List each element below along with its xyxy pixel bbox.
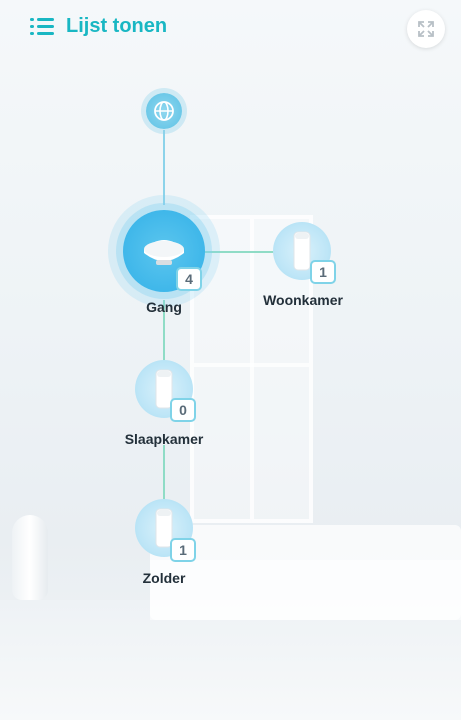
client-count-badge: 4 bbox=[176, 267, 202, 291]
globe-icon bbox=[154, 101, 174, 121]
expand-icon bbox=[418, 21, 434, 37]
deco-unit-icon bbox=[155, 508, 173, 548]
list-icon[interactable] bbox=[30, 17, 54, 37]
client-count-badge: 1 bbox=[310, 260, 336, 284]
internet-node[interactable] bbox=[146, 93, 182, 129]
node-label: Zolder bbox=[142, 570, 186, 586]
node-label: Slaapkamer bbox=[124, 431, 204, 447]
client-count-badge: 1 bbox=[170, 538, 196, 562]
node-label: Woonkamer bbox=[263, 292, 343, 308]
list-view-title[interactable]: Lijst tonen bbox=[66, 15, 168, 37]
deco-unit-icon bbox=[293, 231, 311, 271]
router-icon bbox=[144, 240, 184, 265]
client-count-badge: 0 bbox=[170, 398, 196, 422]
expand-button[interactable] bbox=[407, 10, 445, 48]
node-label: Gang bbox=[146, 299, 182, 315]
header: Lijst tonen bbox=[0, 0, 461, 56]
deco-unit-icon bbox=[155, 369, 173, 409]
